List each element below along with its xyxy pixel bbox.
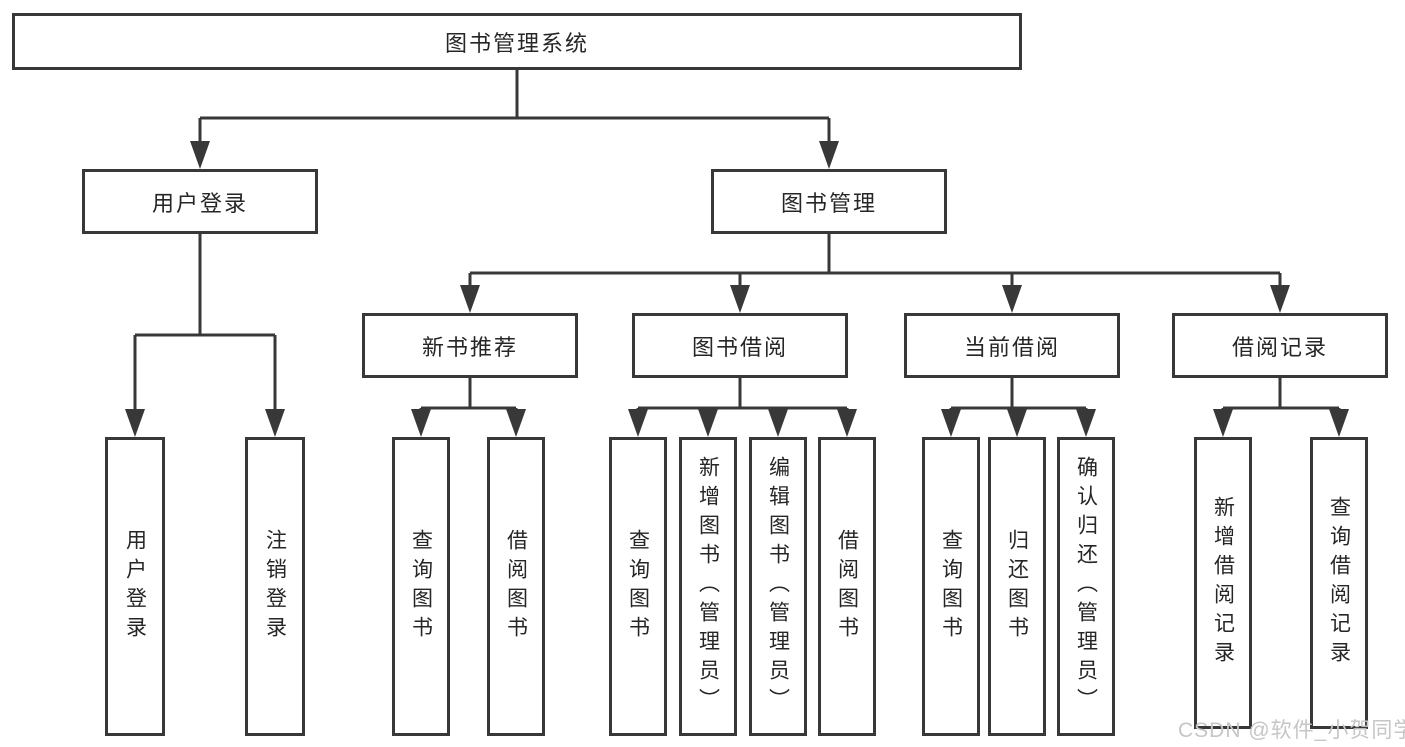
node-library-system-label: 图书管理系统	[444, 30, 589, 56]
node-book-borrow-label: 图书借阅	[691, 334, 788, 360]
node-borrow-records-label: 借阅记录	[1231, 334, 1328, 360]
node-borrow-records: 借阅记录	[1172, 313, 1388, 378]
node-new-book-recommend-label: 新书推荐	[421, 334, 518, 360]
leaf-user-login-label: 用户登录	[123, 528, 147, 645]
leaf-query-borrow-record-label: 查询借阅记录	[1327, 496, 1351, 670]
node-current-borrow: 当前借阅	[904, 313, 1120, 378]
leaf-borrow-query-books-label: 查询图书	[626, 528, 650, 645]
leaf-current-query-books-label: 查询图书	[939, 528, 963, 645]
leaf-add-books-admin: 新增图书（管理员）	[679, 437, 737, 736]
node-user-login-label: 用户登录	[151, 190, 248, 216]
node-book-management: 图书管理	[711, 169, 947, 234]
leaf-return-books: 归还图书	[988, 437, 1046, 736]
leaf-edit-books-admin-label: 编辑图书（管理员）	[766, 456, 790, 717]
leaf-edit-books-admin: 编辑图书（管理员）	[749, 437, 807, 736]
node-book-borrow: 图书借阅	[632, 313, 848, 378]
leaf-confirm-return-admin: 确认归还（管理员）	[1057, 437, 1115, 736]
node-current-borrow-label: 当前借阅	[963, 334, 1060, 360]
leaf-recommend-query-books: 查询图书	[392, 437, 450, 736]
leaf-recommend-query-books-label: 查询图书	[409, 528, 433, 645]
leaf-add-borrow-record: 新增借阅记录	[1194, 437, 1252, 729]
leaf-recommend-borrow-books: 借阅图书	[487, 437, 545, 736]
leaf-return-books-label: 归还图书	[1005, 528, 1029, 645]
leaf-borrow-query-books: 查询图书	[609, 437, 667, 736]
leaf-add-books-admin-label: 新增图书（管理员）	[696, 456, 720, 717]
leaf-confirm-return-admin-label: 确认归还（管理员）	[1074, 456, 1098, 717]
node-book-management-label: 图书管理	[780, 190, 877, 216]
leaf-query-borrow-record: 查询借阅记录	[1310, 437, 1368, 729]
leaf-user-login: 用户登录	[105, 437, 165, 736]
leaf-logout: 注销登录	[245, 437, 305, 736]
node-new-book-recommend: 新书推荐	[362, 313, 578, 378]
leaf-add-borrow-record-label: 新增借阅记录	[1211, 496, 1235, 670]
leaf-logout-label: 注销登录	[263, 528, 287, 645]
leaf-borrow-books: 借阅图书	[818, 437, 876, 736]
node-user-login: 用户登录	[82, 169, 318, 234]
leaf-current-query-books: 查询图书	[922, 437, 980, 736]
leaf-borrow-books-label: 借阅图书	[835, 528, 859, 645]
node-library-system: 图书管理系统	[12, 13, 1022, 70]
csdn-watermark: CSDN @软件_小贺同学	[1178, 719, 1405, 742]
leaf-recommend-borrow-books-label: 借阅图书	[504, 528, 528, 645]
